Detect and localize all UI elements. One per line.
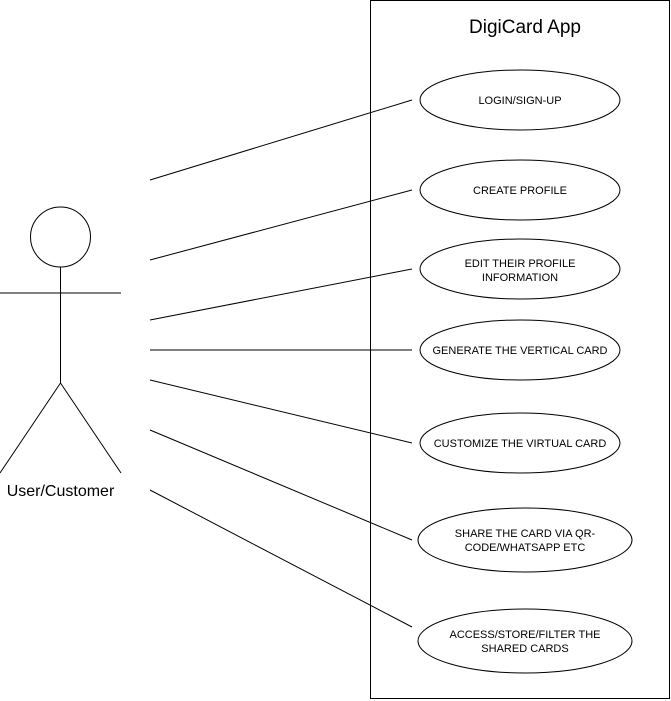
actor-head [30, 206, 91, 268]
use-case-ellipse [419, 238, 621, 300]
association-share [149, 429, 413, 541]
use-case-customize-card: CUSTOMIZE THE VIRTUAL CARD [419, 412, 621, 474]
association-edit [149, 268, 413, 321]
use-case-ellipse [419, 412, 621, 474]
use-case-label-line-2: SHARED CARDS [481, 643, 568, 655]
use-case-label-line-2: CODE/WHATSAPP ETC [465, 542, 586, 554]
use-case-label-line-2: INFORMATION [482, 272, 558, 284]
use-case-label: CREATE PROFILE [473, 185, 567, 197]
actor-right-leg [60, 382, 122, 474]
associations [149, 99, 413, 628]
association-login [149, 99, 413, 181]
use-case-access-cards: ACCESS/STORE/FILTER THE SHARED CARDS [417, 608, 633, 674]
use-case-login: LOGIN/SIGN-UP [419, 69, 621, 131]
use-case-ellipse [419, 319, 621, 381]
association-customize [149, 379, 413, 444]
use-case-ellipse [417, 507, 633, 573]
use-case-create-profile: CREATE PROFILE [419, 159, 621, 221]
use-case-ellipse [419, 69, 621, 131]
use-case-ellipse [419, 159, 621, 221]
association-create [149, 189, 413, 261]
use-case-label-line-1: ACCESS/STORE/FILTER THE [450, 629, 601, 641]
use-case-generate-card: GENERATE THE VERTICAL CARD [419, 319, 621, 381]
use-case-label: GENERATE THE VERTICAL CARD [432, 345, 607, 357]
use-case-label-line-1: EDIT THEIR PROFILE [465, 258, 576, 270]
use-case-label: LOGIN/SIGN-UP [478, 95, 561, 107]
use-case-label: CUSTOMIZE THE VIRTUAL CARD [434, 438, 607, 450]
actor-figure [0, 206, 122, 474]
actor-left-leg [0, 382, 61, 474]
use-case-label-line-1: SHARE THE CARD VIA QR- [455, 528, 596, 540]
association-access [149, 489, 413, 628]
actor-label: User/Customer [7, 483, 115, 500]
system-title: DigiCard App [469, 17, 581, 38]
use-case-share-card: SHARE THE CARD VIA QR- CODE/WHATSAPP ETC [417, 507, 633, 573]
use-case-ellipse [417, 608, 633, 674]
use-case-edit-profile: EDIT THEIR PROFILE INFORMATION [419, 238, 621, 300]
